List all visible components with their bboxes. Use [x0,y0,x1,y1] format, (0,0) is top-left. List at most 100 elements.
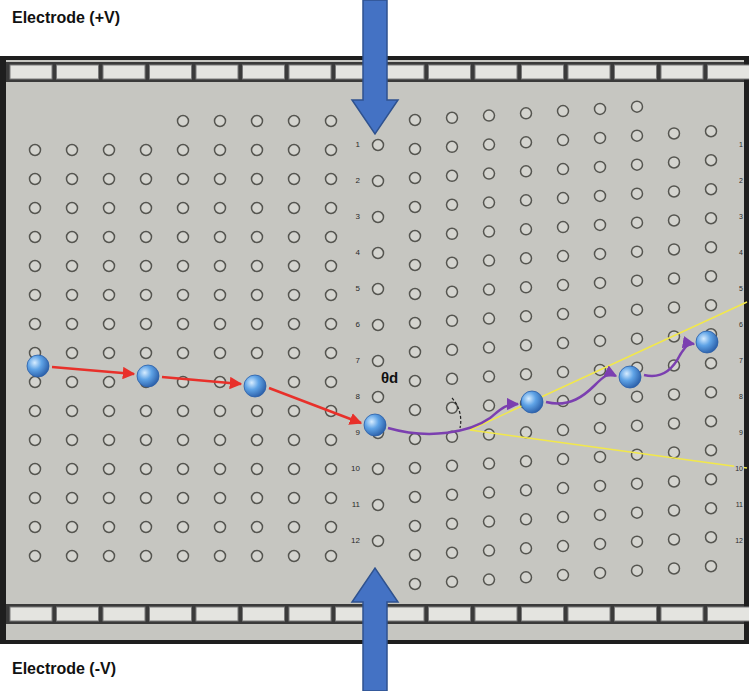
pillar [67,203,78,214]
pillar [373,320,384,331]
pillar [30,464,41,475]
pillar [595,451,606,462]
pillar [67,174,78,185]
pillar [447,547,458,558]
pillar [595,306,606,317]
pillar [289,493,300,504]
pillar [104,261,115,272]
angle-line [470,302,747,430]
pillar [104,435,115,446]
pillar [289,232,300,243]
pillar [178,406,189,417]
pillar [410,289,421,300]
particle [619,366,641,388]
pillar [706,271,717,282]
pillar [326,493,337,504]
electrode-segment [243,607,285,621]
electrode-segment [708,607,749,621]
pillar [215,290,226,301]
pillar [521,514,532,525]
pillar [326,232,337,243]
pillar [447,141,458,152]
pillar [326,464,337,475]
pillar [104,464,115,475]
pillar [410,260,421,271]
pillar [289,348,300,359]
pillar [632,565,643,576]
pillar [521,253,532,264]
pillar [289,174,300,185]
electrode-segment [103,607,145,621]
pillar [706,532,717,543]
row-number: 1 [355,141,361,150]
pillar [558,338,569,349]
pillar [104,145,115,156]
electrode-bands [6,62,749,624]
pillar [669,302,680,313]
pillar [595,567,606,578]
electrode-segment [57,65,99,79]
pillar [67,377,78,388]
pillar [30,232,41,243]
pillar [289,319,300,330]
pillar [215,261,226,272]
electrode-segment [522,607,564,621]
electrode-segment [289,607,331,621]
row-number: 4 [355,249,361,258]
pillar [521,572,532,583]
pillar [632,304,643,315]
pillar [104,493,115,504]
pillar [558,222,569,233]
electrode-segment [10,607,52,621]
pillar [252,116,263,127]
pillar [595,480,606,491]
pillar [289,377,300,388]
pillar [521,427,532,438]
pillar [706,474,717,485]
pillar [521,166,532,177]
pillar [215,522,226,533]
electrode-segment [382,607,424,621]
electrode-label: Electrode (-V) [12,660,116,678]
row-number: 12 [350,537,361,546]
pillar [632,478,643,489]
pillar [484,342,495,353]
pillar [252,406,263,417]
pillar [67,406,78,417]
electrode-segment [615,65,657,79]
pillar [373,536,384,547]
row-number: 9 [355,429,361,438]
row-number: 10 [350,465,361,474]
pillar [669,273,680,284]
pillar [558,309,569,320]
pillar [410,434,421,445]
angle-arc [452,398,461,428]
pillar [595,393,606,404]
pillar [632,333,643,344]
field-arrow [352,568,398,691]
pillar [632,188,643,199]
pillar [67,348,78,359]
pillar [104,232,115,243]
electrode-segment [475,607,517,621]
pillar [669,476,680,487]
pillar [410,173,421,184]
pillar [447,576,458,587]
row-number: 2 [355,177,361,186]
pillar [67,232,78,243]
image-frame [0,56,749,644]
row-number: 3 [738,213,744,221]
pillar [706,387,717,398]
pillar [595,335,606,346]
pillar [215,232,226,243]
pillar [178,290,189,301]
pillar [215,174,226,185]
pillar [215,203,226,214]
pillar [104,348,115,359]
pillar [289,406,300,417]
pillar [178,319,189,330]
pillar [521,108,532,119]
row-number: 11 [735,501,744,509]
pillar [669,157,680,168]
